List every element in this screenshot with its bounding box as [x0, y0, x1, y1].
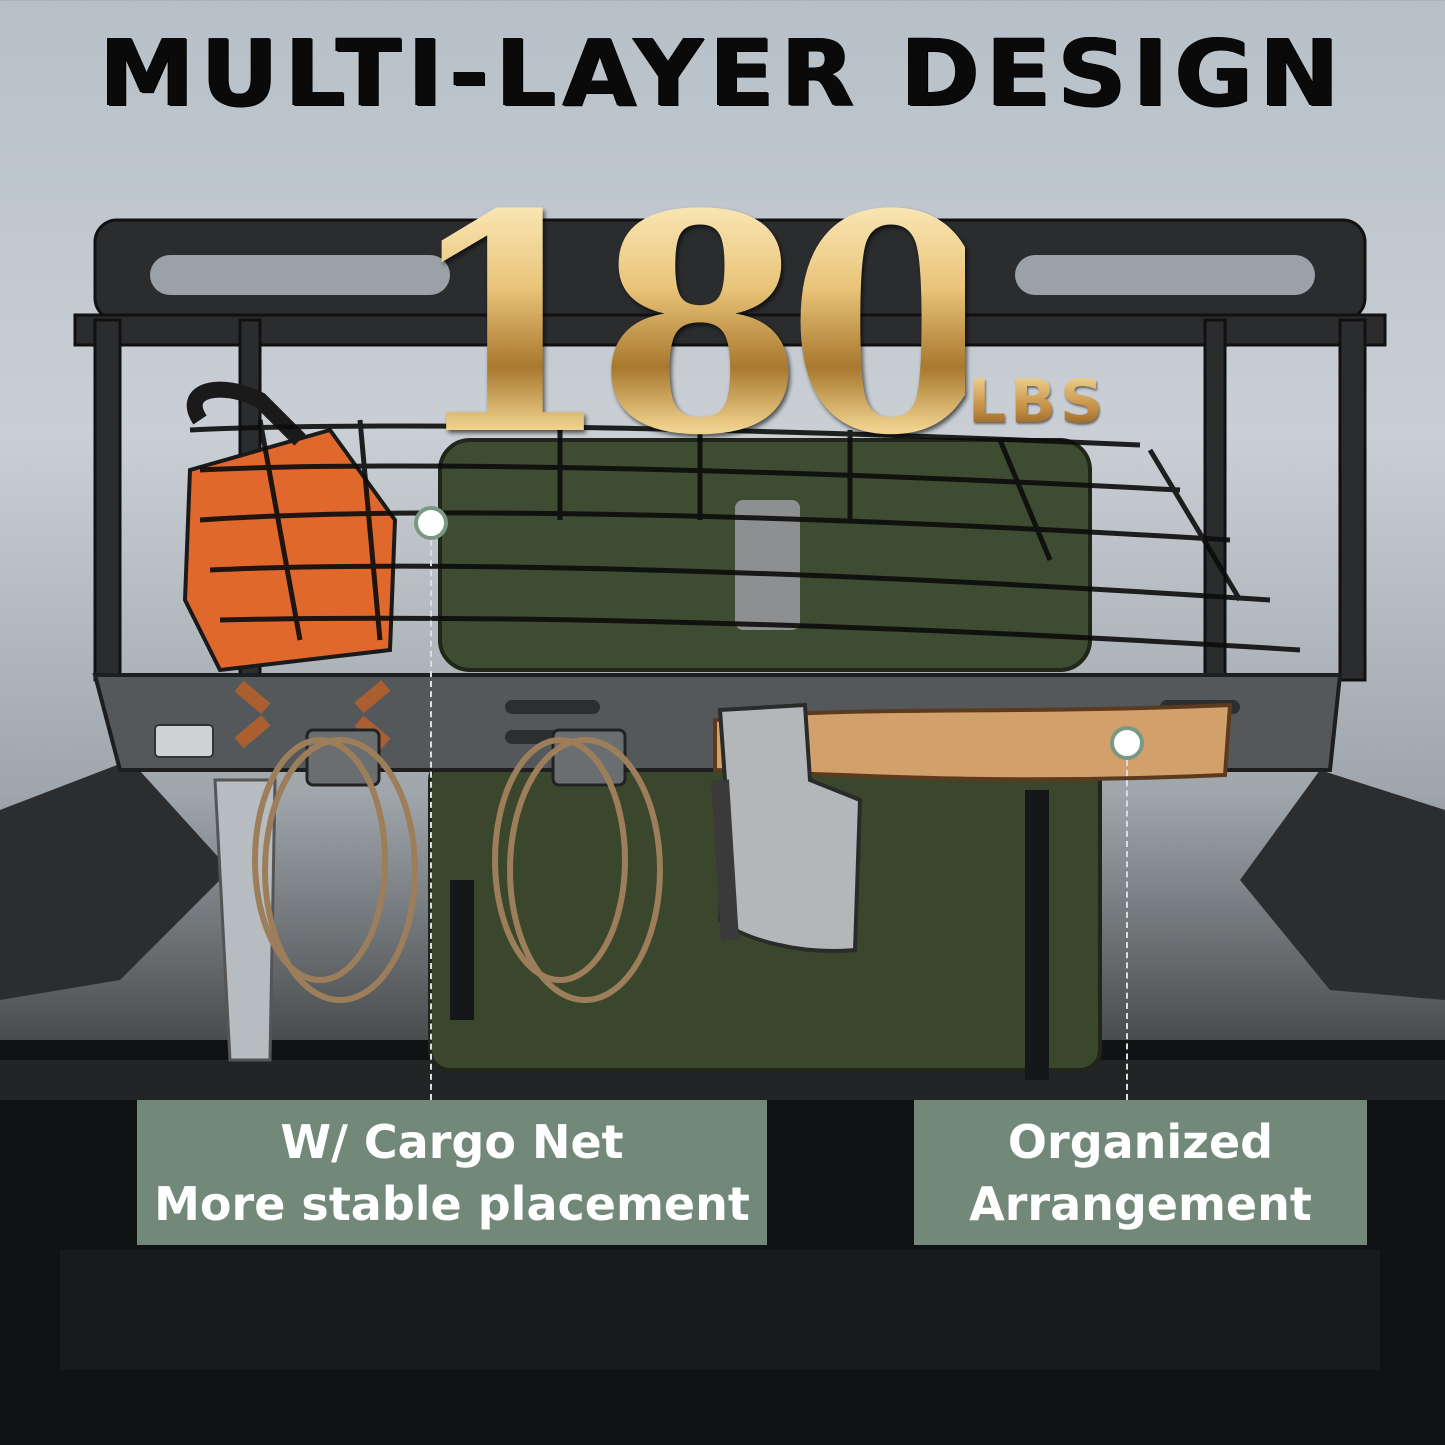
callout-organized: Organized Arrangement [914, 1100, 1367, 1245]
callout-cargo-net-line2: More stable placement [154, 1176, 750, 1231]
callout-leader-organized [1126, 760, 1128, 1100]
tailgate-panel [60, 1250, 1380, 1370]
callout-organized-line1: Organized [1007, 1114, 1274, 1169]
chainsaw-bar [213, 778, 277, 1062]
rope-coils [252, 737, 663, 1003]
callout-cargo-net: W/ Cargo Net More stable placement [137, 1100, 767, 1245]
axe-blade-edge [711, 779, 739, 941]
rack-slots [150, 255, 1315, 295]
right-wing [1240, 770, 1445, 1000]
weight-capacity-unit: LBS [968, 367, 1108, 437]
callout-cargo-net-line1: W/ Cargo Net [280, 1114, 624, 1169]
callout-organized-line2: Arrangement [969, 1176, 1312, 1231]
chainsaw-body [182, 427, 398, 673]
chainsaw-handle [186, 381, 306, 446]
callout-marker-organized [1110, 726, 1144, 760]
callout-marker-cargo-net [414, 506, 448, 540]
cooler-latch [735, 500, 800, 630]
cargo-net [189, 419, 1301, 653]
cooler-straps [450, 790, 1049, 1080]
axe-handle [713, 702, 1233, 782]
left-wing [0, 760, 230, 1000]
bottle-opener-plate [154, 724, 214, 758]
callout-leader-cargo-net [430, 540, 432, 1100]
headline: MULTI-LAYER DESIGN [99, 20, 1346, 127]
weight-capacity-number: 180 [405, 148, 995, 501]
